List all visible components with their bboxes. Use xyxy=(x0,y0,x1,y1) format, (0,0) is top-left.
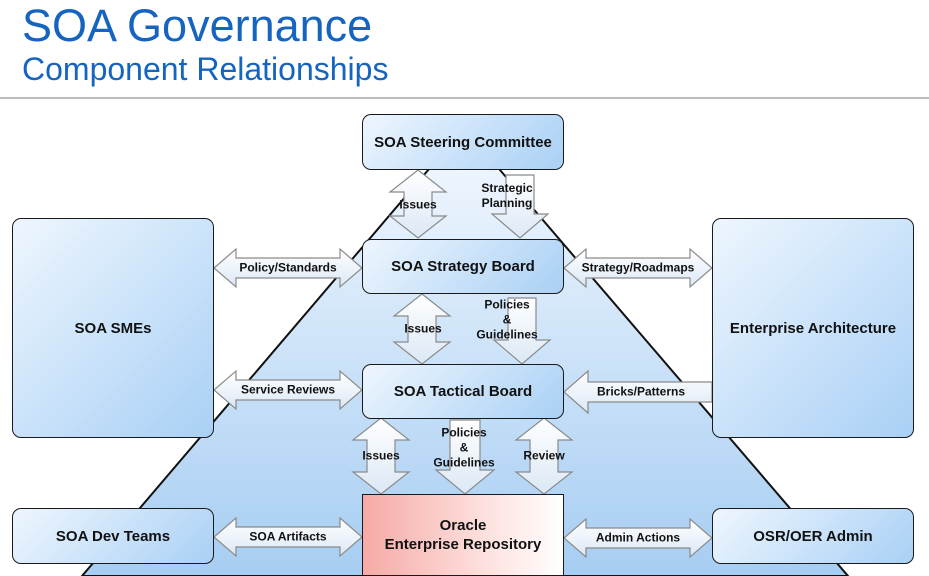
label-line: Policies xyxy=(441,425,487,440)
box-soa-strategy-board[interactable]: SOA Strategy Board xyxy=(362,239,564,294)
label-strategy-roadmaps: Strategy/Roadmaps xyxy=(581,260,695,275)
pyramid-background xyxy=(80,126,850,576)
box-osr-oer-admin[interactable]: OSR/OER Admin xyxy=(712,508,914,564)
label-line: Planning xyxy=(481,196,533,210)
label-service-reviews: Service Reviews xyxy=(240,382,336,397)
arrow-policies-mid xyxy=(492,297,552,365)
box-label: SOA Dev Teams xyxy=(55,527,171,545)
label-line: Policies xyxy=(484,297,530,312)
label-bricks-patterns: Bricks/Patterns xyxy=(596,384,686,399)
box-label: SOA Steering Committee xyxy=(374,133,552,151)
box-soa-tactical-board[interactable]: SOA Tactical Board xyxy=(362,364,564,419)
arrow-issues-top xyxy=(388,169,448,239)
label-policies-low: Policies & Guidelines xyxy=(433,426,494,471)
label-line: Guidelines xyxy=(476,327,538,342)
box-label-line1: Oracle xyxy=(439,517,487,534)
box-label-line2: Enterprise Repository xyxy=(384,536,542,553)
label-review: Review xyxy=(523,448,565,463)
box-label: OSR/OER Admin xyxy=(753,527,873,545)
label-strategic-planning: Strategic Planning xyxy=(481,181,532,211)
label-admin-actions: Admin Actions xyxy=(595,530,681,545)
label-soa-artifacts: SOA Artifacts xyxy=(249,529,327,544)
label-line: & xyxy=(502,312,512,327)
arrow-strategic-planning xyxy=(490,174,550,239)
label-policy-standards: Policy/Standards xyxy=(239,260,337,275)
label-policies-mid: Policies & Guidelines xyxy=(476,298,537,343)
label-issues-low: Issues xyxy=(362,448,400,463)
box-label: SOA SMEs xyxy=(74,319,152,337)
label-line: Guidelines xyxy=(433,455,495,470)
arrow-policies-low xyxy=(434,419,496,495)
box-label: SOA Strategy Board xyxy=(391,258,535,275)
label-line: & xyxy=(459,440,469,455)
box-oracle-enterprise-repository[interactable]: Oracle Enterprise Repository xyxy=(362,494,564,576)
label-issues-mid: Issues xyxy=(404,321,442,336)
box-label: Enterprise Architecture xyxy=(729,319,897,337)
box-soa-steering-committee[interactable]: SOA Steering Committee xyxy=(362,114,564,170)
header-divider xyxy=(0,97,929,99)
page-title: SOA Governance xyxy=(22,0,373,51)
label-issues-top: Issues xyxy=(399,197,437,212)
box-enterprise-architecture[interactable]: Enterprise Architecture xyxy=(712,218,914,438)
box-label: SOA Tactical Board xyxy=(393,383,533,400)
box-soa-smes[interactable]: SOA SMEs xyxy=(12,218,214,438)
page-subtitle: Component Relationships xyxy=(22,51,389,87)
label-line: Strategic xyxy=(481,181,533,195)
box-soa-dev-teams[interactable]: SOA Dev Teams xyxy=(12,508,214,564)
